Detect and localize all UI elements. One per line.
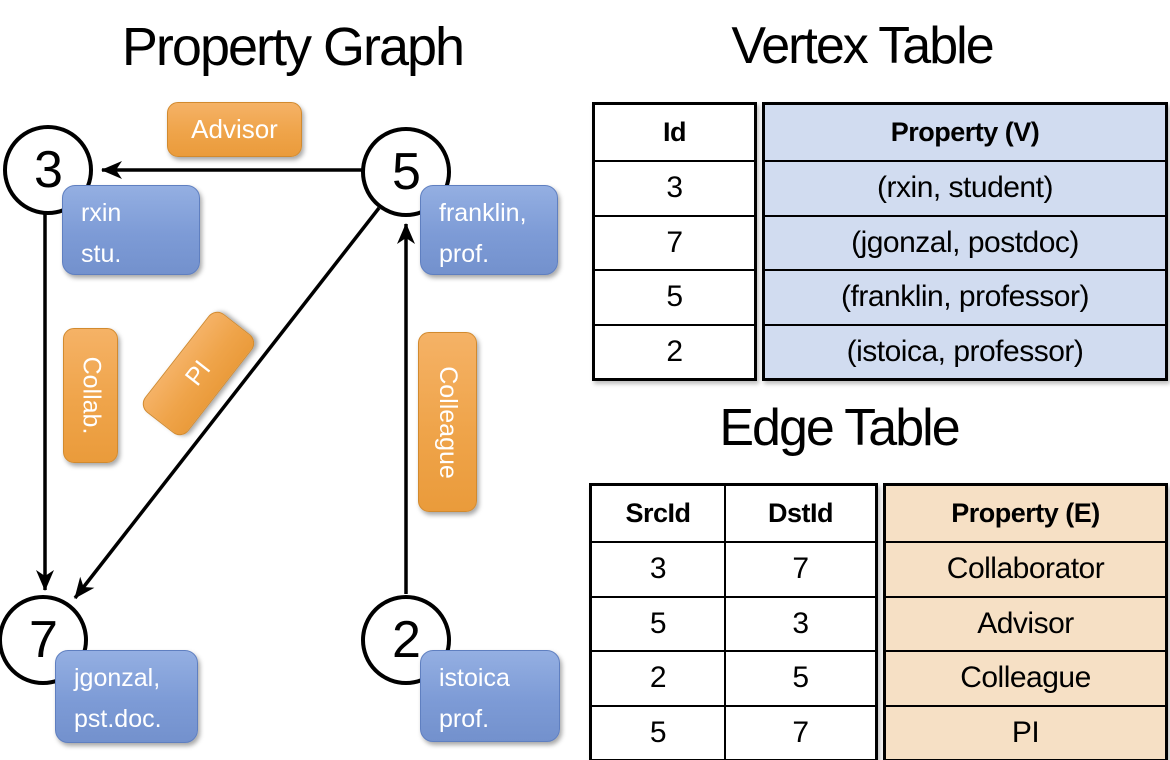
edge-table-cell: Collaborator [886,541,1165,596]
vertex-table-header-property: Property (V) [890,117,1040,147]
edge-table-cell: 5 [726,650,875,705]
edge-label-collab: Collab. [63,328,118,463]
vertex-table-cell: (jgonzal, postdoc) [765,214,1165,270]
node-id: 7 [29,611,58,669]
edge-table-cell: 5 [592,704,724,760]
vertex-table: Id 3 7 5 2 Property (V) (rxin, student) … [592,102,1168,381]
edge-label-text: PI [179,355,217,392]
edge-table-property-column: Property (E) Collaborator Advisor Collea… [883,483,1168,760]
vertex-table-title: Vertex Table [731,17,994,75]
edge-table-title: Edge Table [719,399,960,457]
edge-table-cell: 2 [592,650,724,705]
edge-table-cell: Colleague [886,650,1165,705]
graph-node-5: 5 [361,127,451,217]
vertex-table-cell: (rxin, student) [765,160,1165,215]
edge-pi-5-to-7 [73,206,381,600]
edge-label-text: Collab. [77,356,106,435]
edge-table-header-dstid: DstId [768,498,834,528]
vertex-property-box-3: rxin stu. [62,185,200,275]
edge-table-cell: 7 [726,704,875,760]
vertex-property-line: rxin [81,199,122,227]
edge-label-colleague: Colleague [418,332,477,512]
property-graph-title: Property Graph [121,17,465,77]
vertex-table-cell: 5 [595,269,754,324]
edge-table-cell: 5 [592,595,724,651]
node-id: 3 [34,141,63,199]
edge-table-cell: Advisor [886,595,1165,651]
vertex-table-cell: (istoica, professor) [765,323,1165,379]
node-id: 5 [392,143,421,201]
vertex-table-id-column: Id 3 7 5 2 [592,102,757,381]
edge-table: SrcId 3 5 2 5 DstId 7 3 5 7 Property (E)… [589,483,1168,760]
vertex-property-box-7: jgonzal, pst.doc. [55,650,198,743]
edge-label-advisor: Advisor [167,102,302,157]
vertex-table-property-column: Property (V) (rxin, student) (jgonzal, p… [762,102,1168,381]
vertex-property-line: pst.doc. [74,704,162,733]
vertex-property-line: istoica [439,664,510,692]
vertex-property-box-5: franklin, prof. [420,185,558,275]
vertex-table-cell: 2 [595,323,754,379]
vertex-property-line: prof. [439,704,490,733]
edge-table-srcid-column: SrcId 3 5 2 5 [592,486,724,759]
graph-node-2: 2 [361,595,451,685]
edge-table-cell: PI [886,704,1165,760]
vertex-property-line: stu. [81,239,122,268]
edge-table-id-columns: SrcId 3 5 2 5 DstId 7 3 5 7 [589,483,878,760]
edge-label-text: Colleague [434,365,462,479]
vertex-table-cell: 7 [595,214,754,270]
graph-edges-canvas [36,161,415,600]
vertex-table-cell: (franklin, professor) [765,269,1165,324]
vertex-property-line: jgonzal, [74,664,161,692]
edge-label-text: Advisor [191,114,278,144]
edge-table-cell: 7 [726,541,875,596]
edge-table-dstid-column: DstId 7 3 5 7 [724,486,875,759]
node-id: 2 [392,611,421,669]
vertex-property-line: prof. [439,239,490,268]
edge-table-header-srcid: SrcId [625,498,691,528]
edge-table-header-property: Property (E) [951,498,1100,528]
vertex-table-cell: 3 [595,160,754,215]
vertex-table-header-id: Id [663,117,687,147]
edge-table-cell: 3 [592,541,724,596]
edge-table-cell: 3 [726,595,875,651]
vertex-property-line: franklin, [439,199,527,227]
vertex-property-box-2: istoica prof. [420,650,560,742]
